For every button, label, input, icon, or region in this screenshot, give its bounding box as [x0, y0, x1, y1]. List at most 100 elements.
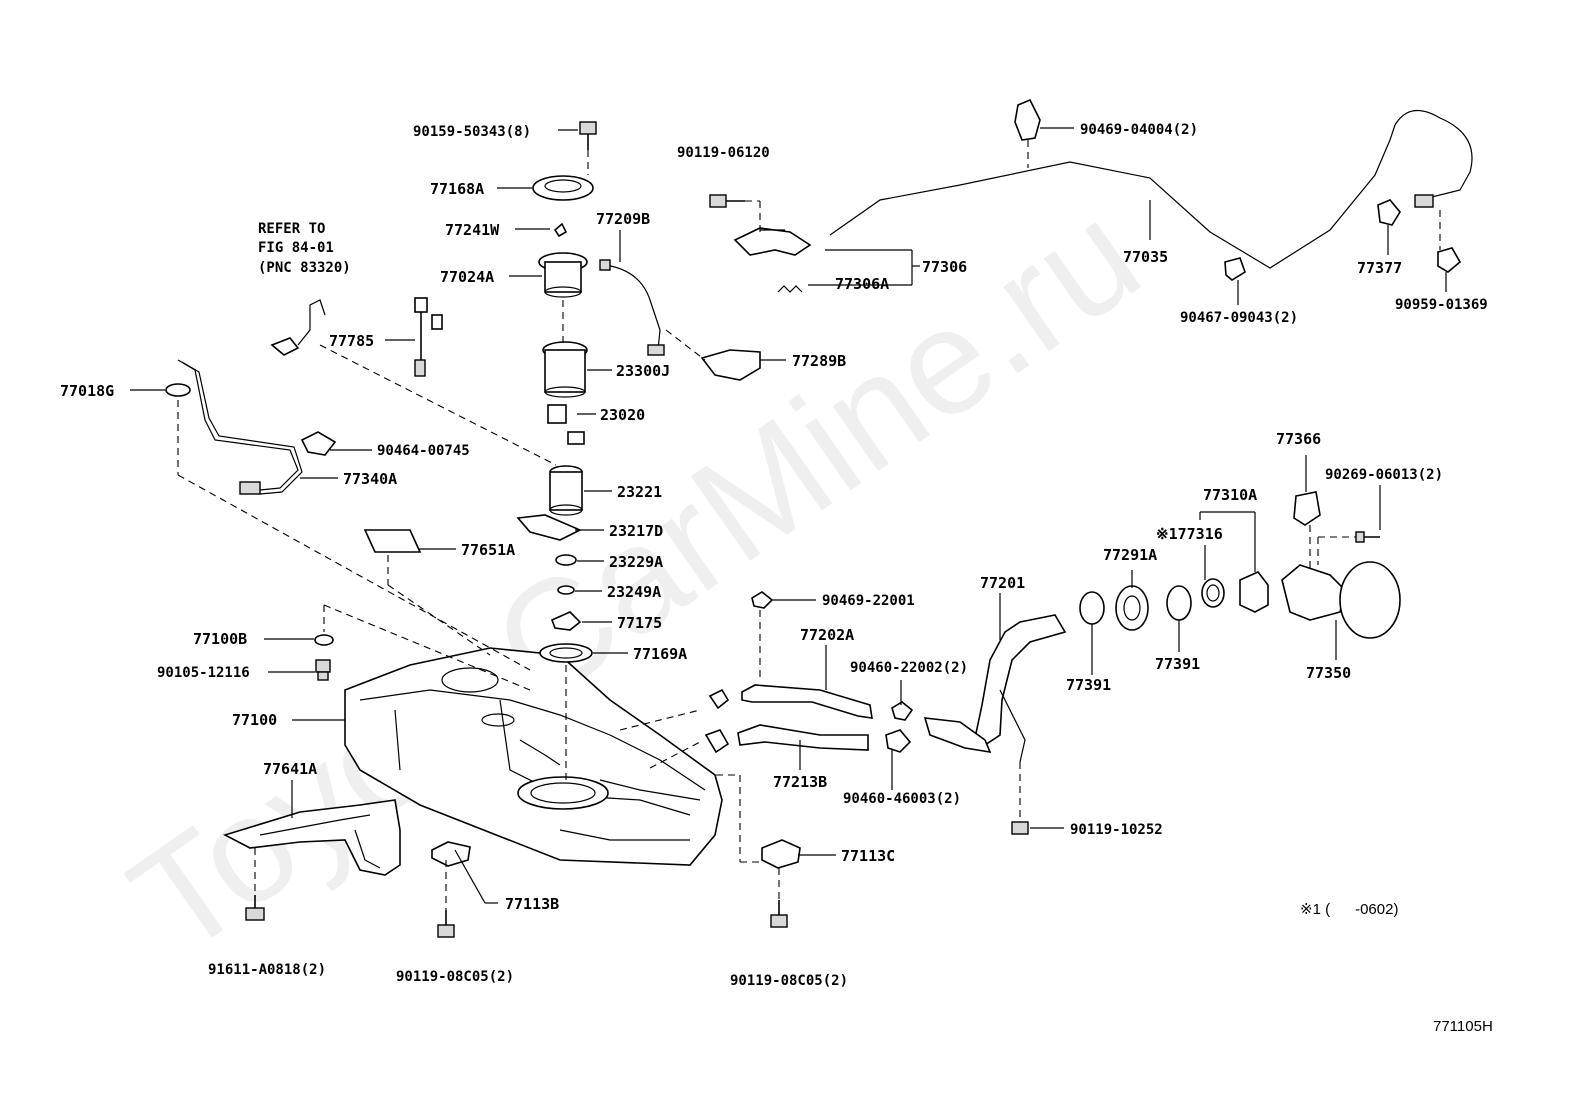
cable-77035: [829, 124, 1396, 269]
cushion-23229a: [555, 554, 577, 566]
bracket-77289b: [700, 349, 761, 381]
label-77100b: 77100B: [193, 630, 247, 648]
label-77651a: 77651A: [461, 541, 515, 559]
pad-77651a: [363, 529, 422, 553]
clamp-90464: [300, 431, 337, 456]
label-77391-b: 77391: [1155, 655, 1200, 673]
label-90119-08c05-a: 90119-08C05(2): [396, 969, 514, 985]
label-90469-04004: 90469-04004(2): [1080, 122, 1198, 138]
gasket-77169a: [539, 643, 593, 663]
label-77340a: 77340A: [343, 470, 397, 488]
bolt-90119-10252: [1011, 821, 1029, 835]
fuel-lid-77350: [1281, 561, 1401, 639]
label-91611: 91611-A0818(2): [208, 962, 326, 978]
label-23300j: 23300J: [616, 362, 670, 380]
label-90469-22001: 90469-22001: [822, 593, 915, 609]
gauge-83320: [270, 337, 300, 356]
label-90269: 90269-06013(2): [1325, 467, 1443, 483]
label-90119-10252: 90119-10252: [1070, 822, 1163, 838]
refer-note-line-1: REFER TO: [258, 221, 325, 237]
plug-77100b: [314, 634, 334, 646]
figure-code: 771105H: [1433, 1018, 1493, 1035]
label-77350: 77350: [1306, 664, 1351, 682]
cable-77035-loop: [1394, 109, 1473, 201]
label-77310a: 77310A: [1203, 486, 1257, 504]
label-77169a: 77169A: [633, 645, 687, 663]
fuel-pump-23221: [549, 465, 583, 516]
label-90159: 90159-50343(8): [413, 124, 531, 140]
label-77366: 77366: [1276, 430, 1321, 448]
regulator-23020: [547, 404, 585, 445]
label-90119-08c05-b: 90119-08C05(2): [730, 973, 848, 989]
label-77168a: 77168A: [430, 180, 484, 198]
clip-23249a: [557, 585, 575, 595]
clamp-77175: [550, 611, 582, 631]
hose-77291a: [1115, 585, 1149, 631]
refer-note-line-3: (PNC 83320): [258, 260, 351, 276]
label-90119-06120: 90119-06120: [677, 145, 770, 161]
label-77113b: 77113B: [505, 895, 559, 913]
label-77391-a: 77391: [1066, 676, 1111, 694]
clip-77366: [1293, 491, 1321, 526]
label-77316: ※177316: [1156, 525, 1223, 543]
screw-90269-head: [1355, 531, 1365, 543]
label-90460-22002: 90460-22002(2): [850, 660, 968, 676]
leader-lines: [130, 127, 1447, 904]
fuel-tank: [344, 647, 723, 866]
fuel-suction-plate-77024a: [538, 252, 588, 298]
label-77113c: 77113C: [841, 847, 895, 865]
label-77377: 77377: [1357, 259, 1402, 277]
label-90105: 90105-12116: [157, 665, 250, 681]
hose-77209b: [604, 264, 661, 351]
clamp-left-a: [708, 688, 730, 710]
hose-77202a: [741, 684, 873, 719]
gasket-77316: [1201, 578, 1225, 608]
bolt-90119-08c05-a: [437, 910, 455, 938]
clamp-90469-04004: [1014, 98, 1041, 141]
connector-77209b: [599, 259, 611, 271]
plug-90105: [315, 659, 331, 681]
label-90464: 90464-00745: [377, 443, 470, 459]
label-23221: 23221: [617, 483, 662, 501]
bracket-77113c: [761, 839, 801, 869]
clamp-90460-46003: [885, 729, 912, 753]
label-77209b: 77209B: [596, 210, 650, 228]
part-labels: 90159-50343(8) 77168A 77241W 77209B 7702…: [60, 122, 1493, 1035]
ring-77391-a: [1079, 591, 1105, 625]
cap-77310a: [1239, 571, 1269, 613]
guide-lines: [177, 140, 1441, 910]
label-77024a: 77024A: [440, 268, 494, 286]
label-77306a: 77306A: [835, 275, 889, 293]
label-77201: 77201: [980, 574, 1025, 592]
filter-23217d: [516, 514, 582, 541]
label-23229a: 23229A: [609, 553, 663, 571]
heat-insulator: [222, 799, 401, 876]
retainer-77168a: [532, 175, 594, 201]
label-77018g: 77018G: [60, 382, 114, 400]
label-77241w: 77241W: [445, 221, 500, 239]
gauge-wire: [297, 299, 326, 346]
connector-77209b-end: [647, 344, 665, 356]
clamp-90460-22002: [891, 701, 914, 721]
label-90460-46003: 90460-46003(2): [843, 791, 961, 807]
bracket-77113b: [431, 841, 471, 867]
label-77289b: 77289B: [792, 352, 846, 370]
spring-77306a: [777, 285, 803, 293]
clamp-77377: [1377, 199, 1401, 226]
label-77785: 77785: [329, 332, 374, 350]
label-77100: 77100: [232, 711, 277, 729]
lock-lever-77306: [733, 227, 812, 256]
bolt-90119-08c05-b: [770, 900, 788, 928]
label-90467: 90467-09043(2): [1180, 310, 1298, 326]
bolt-90119-06120: [709, 194, 745, 208]
footnote: ※1 ( -0602): [1300, 901, 1398, 918]
bolt-91611: [245, 895, 265, 921]
ring-77391-b: [1166, 585, 1192, 621]
label-77213b: 77213B: [773, 773, 827, 791]
label-77306: 77306: [922, 258, 967, 276]
label-77291a: 77291A: [1103, 546, 1157, 564]
label-23249a: 23249A: [607, 583, 661, 601]
clip-77241w: [553, 222, 568, 238]
grommet-77018g: [165, 383, 191, 397]
